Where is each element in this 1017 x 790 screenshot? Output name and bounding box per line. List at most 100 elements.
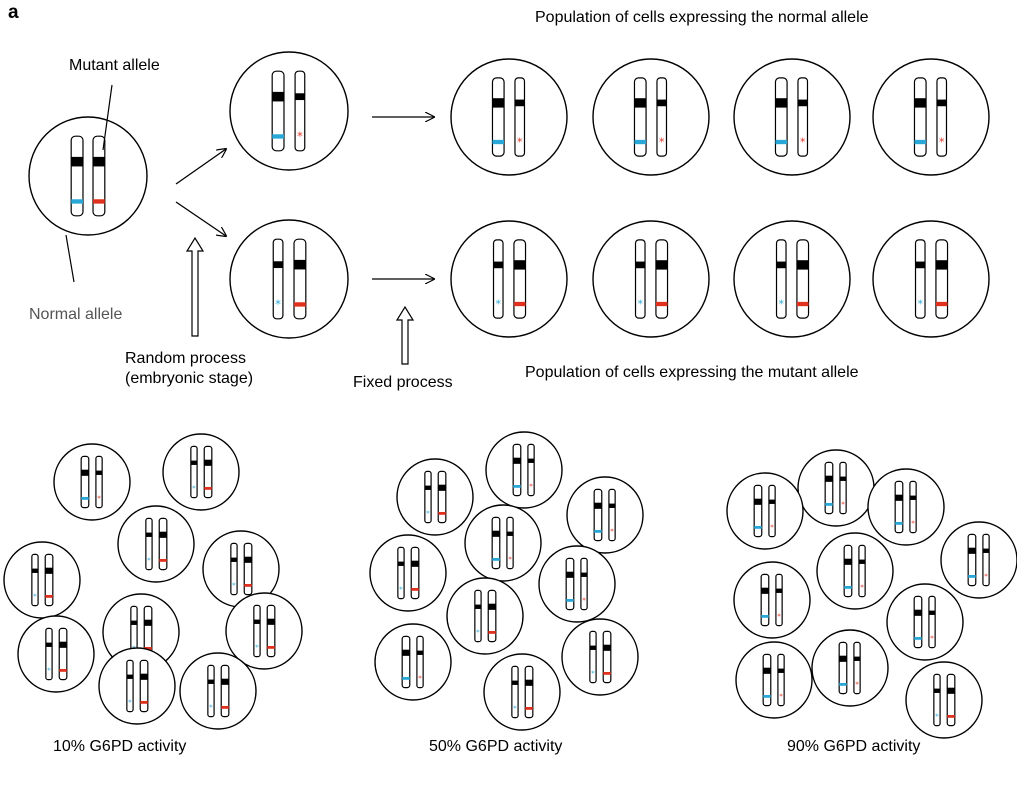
cluster3-cell-1-mutant-chromosome-centromere-band — [839, 476, 847, 481]
cluster1-cell-4-normal-chromosome-centromere-band — [230, 557, 238, 562]
normal-population-cell-4-mutant-chromosome-centromere-band — [936, 99, 947, 107]
mutant-branch-cell-normal-chromosome-silenced-mark: * — [275, 298, 281, 311]
random-process-line1: Random process — [125, 350, 246, 367]
random-process-hollow-arrow — [185, 236, 205, 337]
cluster1-cell-4-mutant-chromosome-centromere-band — [244, 556, 252, 563]
cluster1-cell-6-mutant-chromosome-allele-stripe — [144, 646, 152, 650]
cluster1-cell-3-normal-chromosome-silenced-mark: * — [147, 556, 151, 565]
normal-allele-leader-line — [65, 234, 75, 283]
cluster1-cell-9-mutant-chromosome-allele-stripe — [140, 700, 148, 704]
normal-branch-cell-mutant-chromosome-centromere-band — [295, 93, 305, 101]
cluster2-cell-6-normal-chromosome-allele-stripe — [566, 598, 574, 602]
cluster3-cell-7-mutant-chromosome-body — [928, 595, 936, 649]
cluster2-cell-4-mutant-chromosome-centromere-band — [506, 531, 514, 536]
cluster2-cell-3: * — [566, 476, 644, 554]
mutant-population-cell-4-normal-chromosome-silenced-mark: * — [918, 297, 924, 310]
cluster3-cell-9-normal-chromosome-allele-stripe — [839, 682, 847, 686]
mutant-population-cell-2: * — [592, 220, 710, 338]
normal-population-cell-2-normal-chromosome-body — [633, 77, 647, 157]
cluster1-cell-10-normal-chromosome-body — [207, 664, 215, 718]
cluster1-cell-8-normal-chromosome-body — [45, 627, 53, 681]
cluster1-cell-10: * — [179, 652, 257, 730]
cluster2-cell-6-membrane — [538, 545, 616, 623]
cluster1-cell-8-mutant-chromosome-allele-stripe — [59, 668, 67, 672]
cluster3-cell-8-normal-chromosome-allele-stripe — [763, 694, 771, 698]
normal-population-cell-4-mutant-chromosome-silenced-mark: * — [939, 135, 945, 148]
mutant-population-cell-1-membrane — [450, 220, 568, 338]
cluster2-cell-10-normal-chromosome-body — [511, 665, 519, 719]
normal-population-cell-2-mutant-chromosome-body — [656, 77, 668, 157]
normal-population-cell-3-normal-chromosome-centromere-band — [775, 98, 788, 108]
cluster1-cell-6-mutant-chromosome-centromere-band — [144, 619, 152, 626]
cluster2-cell-10-mutant-chromosome-centromere-band — [525, 679, 533, 686]
cluster2-cell-3-normal-chromosome-centromere-band — [594, 502, 602, 509]
cluster2-cell-4-normal-chromosome-allele-stripe — [492, 557, 500, 561]
cluster1-cell-8-normal-chromosome-silenced-mark: * — [47, 666, 51, 675]
founder-cell-normal-chromosome-centromere-band — [71, 156, 83, 167]
cluster2-cell-9-membrane — [374, 623, 452, 701]
cluster1-cell-10-mutant-chromosome-body — [220, 664, 230, 718]
mutant-population-cell-3-normal-chromosome-silenced-mark: * — [779, 297, 785, 310]
cluster3-cell-6: * — [733, 561, 811, 639]
random-process-line2: (embryonic stage) — [125, 370, 254, 387]
mutant-population-cell-3-normal-chromosome-body — [775, 239, 787, 319]
cluster3-cell-1-membrane — [797, 449, 875, 527]
cluster2-cell-5-normal-chromosome-body — [397, 546, 405, 600]
panel-label: a — [8, 2, 19, 23]
cluster1-cell-5-normal-chromosome-silenced-mark: * — [33, 592, 37, 601]
cluster1-cell-3-mutant-chromosome-centromere-band — [159, 531, 167, 538]
cluster2-cell-2-mutant-chromosome-body — [437, 470, 447, 524]
cluster3-cell-2-mutant-chromosome-body — [768, 484, 776, 538]
cluster2-cell-1-normal-chromosome-body — [512, 443, 522, 497]
cluster3-cell-5-mutant-chromosome-body — [858, 544, 866, 598]
mutant-population-cell-3: * — [733, 220, 851, 338]
cluster3-cell-10-mutant-chromosome-centromere-band — [947, 687, 955, 694]
cluster3-cell-9-membrane — [811, 629, 889, 707]
cluster1-cell-4-mutant-chromosome-body — [243, 542, 253, 596]
mutant-population-cell-4-normal-chromosome-centromere-band — [915, 261, 926, 269]
cluster3-cell-1-mutant-chromosome-body — [839, 461, 847, 515]
cluster1-cell-9-mutant-chromosome-centromere-band — [140, 673, 148, 680]
normal-population-cell-3-mutant-chromosome-body — [797, 77, 809, 157]
cluster1-cell-7-membrane — [225, 592, 303, 670]
cluster2-cell-4-normal-chromosome-centromere-band — [492, 530, 500, 537]
cluster3-cell-9-mutant-chromosome-silenced-mark: * — [855, 680, 859, 689]
mutant-population-cell-2-mutant-chromosome-body — [655, 239, 669, 319]
normal-population-cell-4-normal-chromosome-body — [913, 77, 927, 157]
cluster3-cell-8-mutant-chromosome-centromere-band — [777, 668, 785, 673]
cluster3-cell-7-mutant-chromosome-silenced-mark: * — [930, 634, 934, 643]
normal-population-cell-1-membrane — [450, 58, 568, 176]
normal-population-cell-1-mutant-chromosome-silenced-mark: * — [517, 135, 523, 148]
normal-population-cell-3: * — [733, 58, 851, 176]
cluster3-cell-7-normal-chromosome-allele-stripe — [914, 636, 922, 640]
normal-population-cell-4-normal-chromosome-centromere-band — [914, 98, 927, 108]
fixed-process-hollow-arrow — [395, 305, 415, 365]
cluster3-cell-10-normal-chromosome-centromere-band — [933, 688, 941, 693]
cluster1-cell-1-mutant-chromosome-body — [95, 455, 103, 509]
cluster3-cell-5-normal-chromosome-allele-stripe — [844, 585, 852, 589]
cluster2-cell-8-normal-chromosome-silenced-mark: * — [591, 669, 595, 678]
normal-population-cell-1-normal-chromosome-allele-stripe — [492, 139, 505, 145]
cluster2-cell-4-normal-chromosome-body — [491, 516, 501, 570]
cluster3-cell-3-membrane — [867, 468, 945, 546]
cluster2-cell-9-mutant-chromosome-body — [416, 635, 424, 689]
mutant-population-cell-3-normal-chromosome-centromere-band — [776, 261, 787, 269]
cluster2-cell-6-mutant-chromosome-body — [580, 557, 588, 611]
cluster3-cell-3-mutant-chromosome-body — [909, 480, 917, 534]
cluster1-cell-2: * — [162, 433, 240, 511]
cluster1-cell-5-normal-chromosome-centromere-band — [31, 568, 39, 573]
mutant-population-cell-1-mutant-chromosome-body — [513, 239, 527, 319]
cluster2-cell-8-membrane — [561, 618, 639, 696]
cluster2-cell-3-mutant-chromosome-centromere-band — [608, 503, 616, 508]
cluster3-cell-6-mutant-chromosome-silenced-mark: * — [777, 612, 781, 621]
cluster2-cell-4: * — [464, 504, 542, 582]
cluster3-cell-6-membrane — [733, 561, 811, 639]
normal-allele-label: Normal allele — [29, 306, 123, 323]
cluster3-cell-1-mutant-chromosome-silenced-mark: * — [841, 500, 845, 509]
mutant-branch-cell-mutant-chromosome-centromere-band — [294, 259, 306, 270]
normal-population-cell-2-normal-chromosome-centromere-band — [634, 98, 647, 108]
mutant-population-cell-2-mutant-chromosome-allele-stripe — [655, 301, 668, 307]
cluster1-cell-1-normal-chromosome-body — [80, 455, 90, 509]
cluster3-cell-8-mutant-chromosome-body — [777, 653, 785, 707]
cluster3-cell-10-mutant-chromosome-body — [946, 673, 956, 727]
